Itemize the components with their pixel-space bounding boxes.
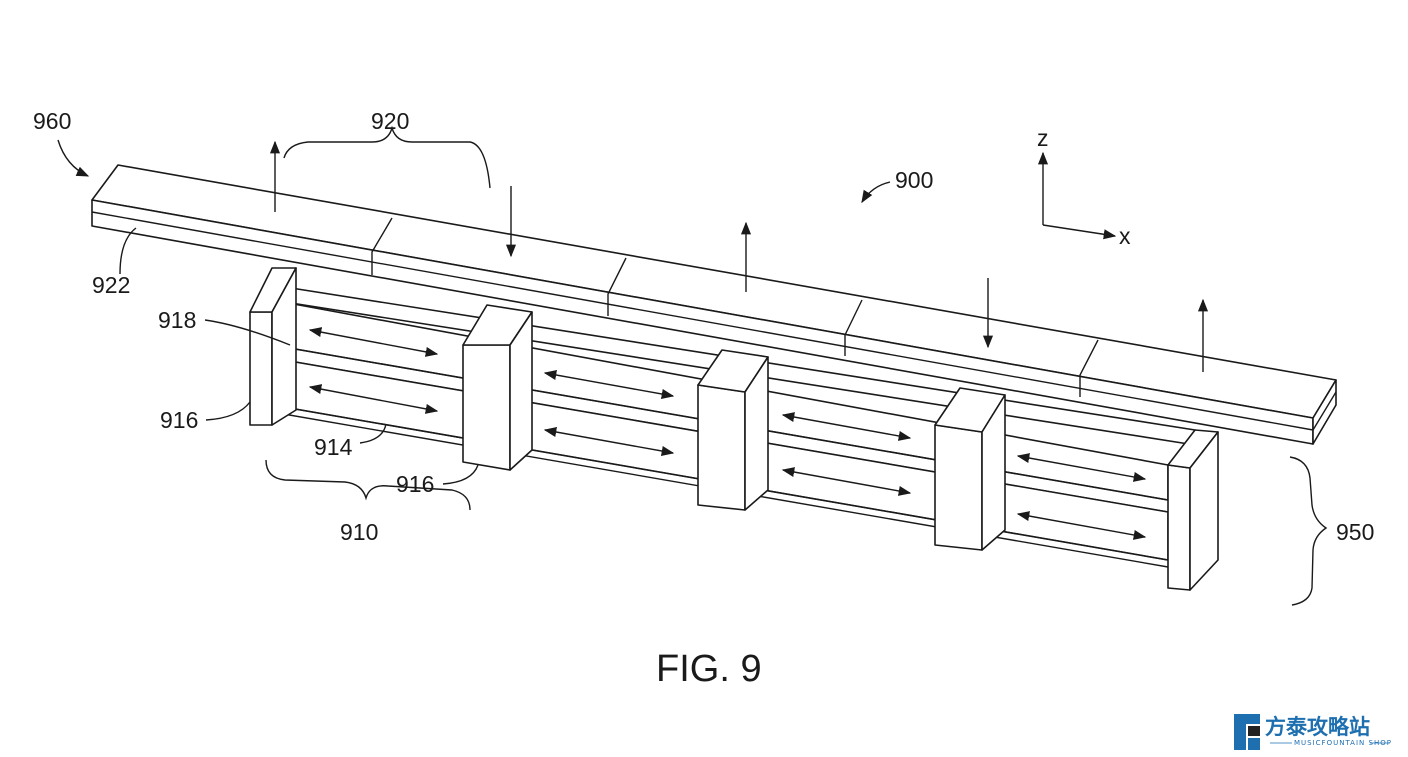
axis-z-label: z: [1037, 125, 1049, 151]
upper-beam-960: [91, 140, 1337, 445]
label-910: 910: [340, 519, 378, 545]
watermark-title: 方泰攻略站: [1265, 715, 1370, 739]
reference-numerals: 960 920 900 922 918 916 914 916 910 950: [33, 108, 1374, 545]
pillar-4: [934, 387, 1006, 551]
pillar-2: [462, 304, 533, 471]
label-916-mid: 916: [396, 471, 434, 497]
axis-indicator: z x: [1037, 125, 1131, 249]
slat-arrows: [308, 327, 1147, 540]
pillar-5: [1167, 429, 1219, 591]
label-922: 922: [92, 272, 130, 298]
axis-x-label: x: [1119, 223, 1131, 249]
watermark: 方泰攻略站 MUSICFOUNTAIN SHOP: [1234, 714, 1392, 750]
pillar-3: [697, 349, 769, 511]
label-900: 900: [895, 167, 933, 193]
lower-structure-950: [249, 267, 1219, 591]
label-950: 950: [1336, 519, 1374, 545]
watermark-logo-icon: [1234, 714, 1260, 750]
label-916-left: 916: [160, 407, 198, 433]
label-918: 918: [158, 307, 196, 333]
label-920: 920: [371, 108, 409, 134]
watermark-subtitle: MUSICFOUNTAIN SHOP: [1294, 739, 1392, 747]
leaders: [57, 125, 1328, 606]
figure-caption: FIG. 9: [656, 648, 762, 690]
pillar-1: [249, 267, 297, 426]
label-914: 914: [314, 434, 353, 460]
label-960: 960: [33, 108, 71, 134]
